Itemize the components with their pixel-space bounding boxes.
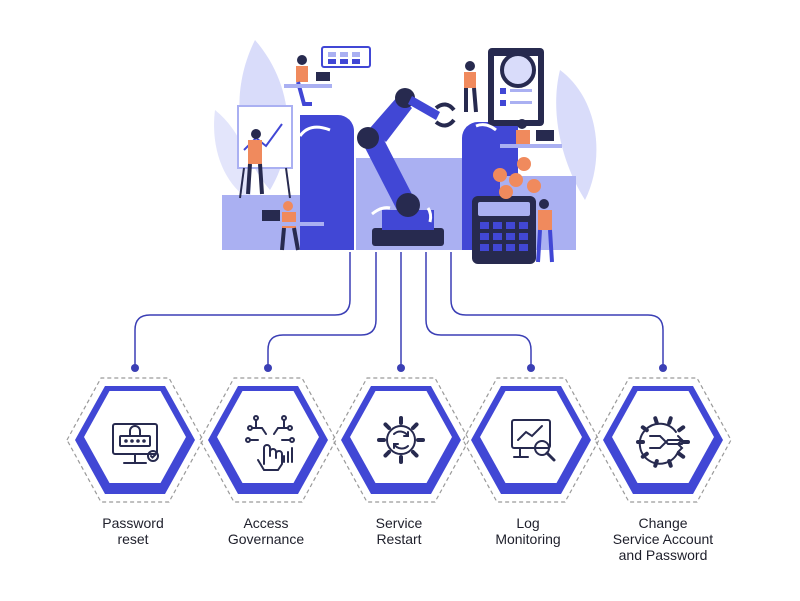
monitor-magnifier-icon bbox=[511, 419, 556, 462]
gear-tooth bbox=[383, 450, 391, 458]
platform-left-tower bbox=[300, 115, 354, 250]
robot-arm bbox=[357, 88, 456, 246]
gear-tooth bbox=[677, 451, 686, 459]
label-line: Log bbox=[516, 515, 540, 531]
connectors bbox=[134, 252, 664, 368]
gear-tooth bbox=[667, 416, 673, 425]
connector-password-reset bbox=[134, 252, 351, 368]
connector-access-governance bbox=[267, 252, 377, 368]
hexagon-node-password-reset bbox=[66, 377, 204, 503]
label-line: reset bbox=[117, 531, 149, 547]
password-lock-monitor-icon bbox=[112, 423, 159, 464]
gear-exchange-icon bbox=[636, 416, 690, 468]
touch-circuit-icon bbox=[245, 415, 295, 471]
service-hexagons bbox=[66, 377, 732, 503]
hexagon-face bbox=[217, 391, 319, 483]
gear-tooth bbox=[383, 422, 391, 430]
label-change-service-account: Change Service Account and Password bbox=[588, 515, 738, 563]
label-line: Change bbox=[638, 515, 688, 531]
gear-tooth bbox=[411, 450, 419, 458]
hexagon-face bbox=[480, 391, 582, 483]
label-line: Service bbox=[375, 515, 423, 531]
connector-dots bbox=[131, 364, 667, 372]
hexagon-node-service-restart bbox=[332, 377, 470, 503]
hexagon-node-log-monitoring bbox=[462, 377, 600, 503]
label-line: Password bbox=[102, 515, 164, 531]
flow-arrows bbox=[298, 73, 497, 223]
hexagon-face bbox=[350, 391, 452, 483]
label-access-governance: Access Governance bbox=[191, 515, 341, 547]
hexagon-dashed-outline bbox=[66, 377, 204, 503]
label-line: Governance bbox=[227, 531, 305, 547]
automation-illustration bbox=[214, 40, 597, 264]
label-line: Access bbox=[243, 515, 289, 531]
hexagon-dashed-outline bbox=[199, 377, 337, 503]
hexagon-dashed-outline bbox=[332, 377, 470, 503]
label-line: Monitoring bbox=[495, 531, 561, 547]
gear-cycle-icon bbox=[377, 416, 425, 464]
gear-tooth bbox=[411, 422, 419, 430]
dashboard-panel bbox=[321, 46, 371, 68]
label-line: and Password bbox=[618, 547, 708, 563]
hexagon-face bbox=[612, 391, 714, 483]
hexagon-dashed-outline bbox=[462, 377, 600, 503]
calculator bbox=[472, 196, 536, 264]
coin-stack bbox=[493, 157, 541, 199]
connector-log-monitoring bbox=[425, 252, 532, 368]
leaf-shape bbox=[556, 70, 597, 200]
clipboard-checklist bbox=[488, 48, 544, 126]
label-line: Restart bbox=[376, 531, 422, 547]
label-line: Service Account bbox=[612, 531, 714, 547]
connector-change-service-account bbox=[450, 252, 664, 368]
label-service-restart: Service Restart bbox=[324, 515, 474, 547]
label-password-reset: Password reset bbox=[58, 515, 208, 547]
gear-tooth bbox=[677, 425, 686, 433]
hexagon-node-access-governance bbox=[199, 377, 337, 503]
people bbox=[246, 55, 562, 263]
gear-tooth bbox=[653, 416, 659, 425]
hexagon-dashed-outline bbox=[594, 377, 732, 503]
label-log-monitoring: Log Monitoring bbox=[453, 515, 603, 547]
